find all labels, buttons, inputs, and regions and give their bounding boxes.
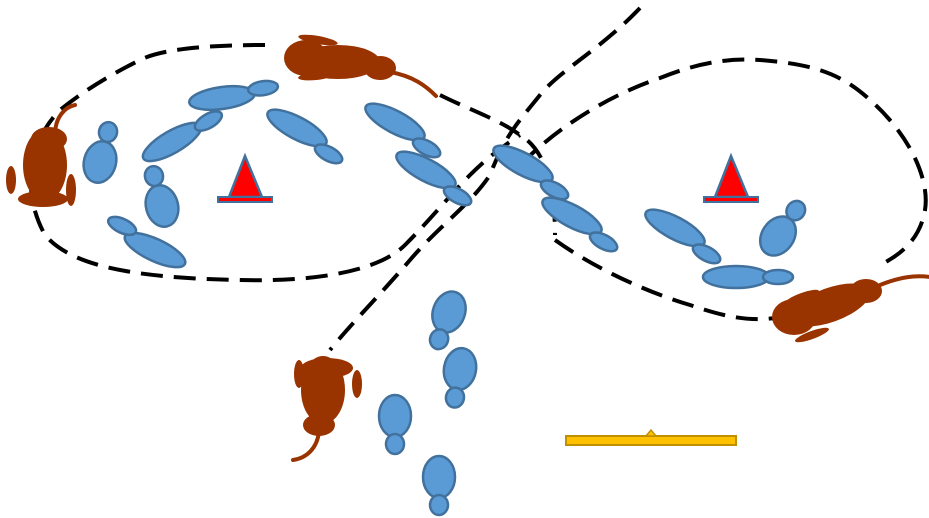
mouse-icon (772, 274, 929, 343)
footprint (541, 196, 619, 253)
footprint (143, 164, 180, 228)
footprint (395, 150, 473, 207)
footprint (428, 290, 467, 351)
mouse-icon (6, 34, 929, 462)
mouse-icon (291, 356, 362, 462)
left-loop-path (28, 43, 522, 283)
footprint (188, 79, 280, 112)
right-loop-bottom-path (553, 238, 776, 322)
footprint (492, 144, 570, 201)
footprint (82, 120, 119, 184)
footprint (377, 393, 413, 456)
footprint (442, 346, 478, 409)
cone-object-icon (703, 152, 759, 203)
footprint (364, 102, 442, 159)
scale-bar (565, 428, 737, 446)
footprint (106, 215, 187, 269)
right-loop-path (518, 57, 928, 267)
footprint (701, 264, 795, 290)
footprint (421, 454, 457, 517)
footprint (141, 110, 224, 163)
footprint (644, 208, 722, 265)
mouse-icon (6, 103, 77, 207)
footprints (82, 79, 807, 517)
mouse-icon (284, 34, 438, 98)
figure-eight-path (28, 6, 928, 352)
cone-object-icon (217, 152, 273, 203)
footprint (758, 199, 807, 257)
footprint (266, 108, 344, 165)
